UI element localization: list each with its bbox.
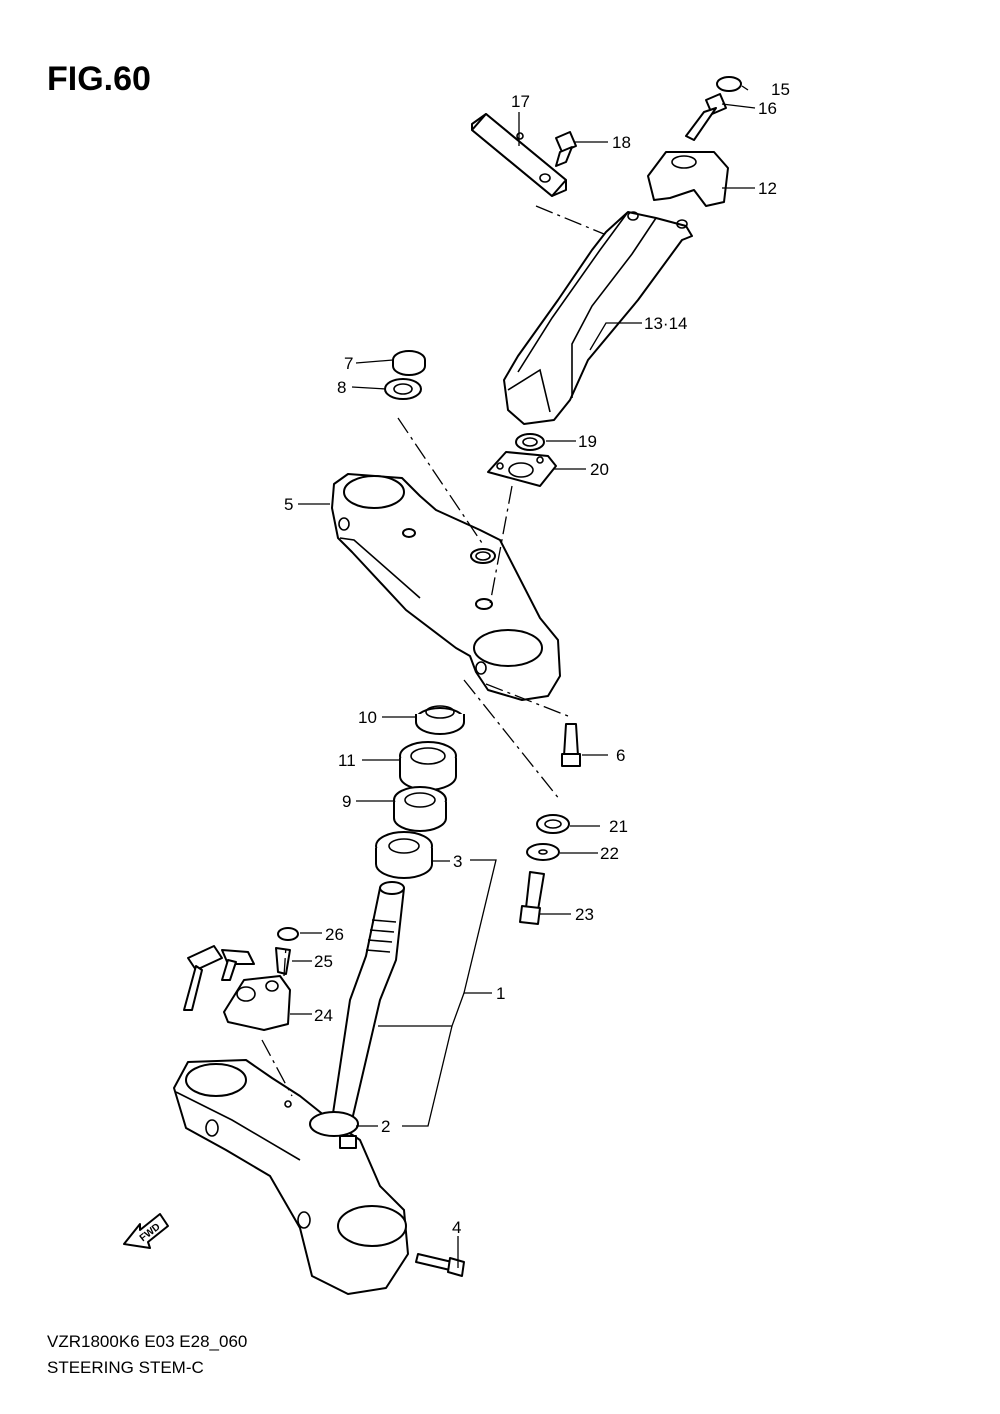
- handlebar-bracket-part: [471, 113, 567, 197]
- pinch-bolt-part: [561, 723, 581, 767]
- holder-bolt-part: [685, 93, 727, 141]
- upper-bearing-part: [393, 786, 447, 832]
- model-code: VZR1800K6 E03 E28_060: [47, 1332, 248, 1351]
- callout-15: 15: [771, 80, 790, 99]
- callout-18: 18: [612, 133, 631, 152]
- callout-8: 8: [337, 378, 346, 397]
- callout-12: 12: [758, 179, 777, 198]
- section-name: STEERING STEM-C: [47, 1358, 204, 1377]
- callout-1: 1: [496, 984, 505, 1003]
- steering-stem-part: [331, 881, 405, 1121]
- callout-leader-lines: [290, 85, 756, 1268]
- callout-23: 23: [575, 905, 594, 924]
- lower-bearing-part: [375, 831, 433, 879]
- assembly-guide-lines: [261, 205, 605, 1097]
- seal-ring-part: [399, 741, 457, 791]
- washer-19-part: [515, 433, 545, 451]
- stem-washer-part: [384, 378, 422, 400]
- callout-11: 11: [338, 751, 356, 770]
- callout-17: 17: [511, 92, 530, 111]
- ignition-cap-part: [277, 927, 299, 941]
- ignition-switch-part: [223, 975, 291, 1031]
- cap-part: [716, 76, 742, 92]
- callout-5: 5: [284, 495, 293, 514]
- callout-16: 16: [758, 99, 777, 118]
- callout-9: 9: [342, 792, 351, 811]
- handlebar-part: [503, 211, 693, 425]
- steering-nut-part: [415, 705, 465, 735]
- stem-cap-part: [392, 350, 426, 376]
- handlebar-holder-part: [647, 151, 729, 207]
- bracket-bolt-part: [555, 131, 577, 167]
- callout-7: 7: [344, 354, 353, 373]
- washer-22-part: [526, 843, 560, 861]
- ignition-key-part: [183, 945, 255, 1011]
- figure-title: FIG.60: [47, 60, 151, 98]
- callout-2: 2: [381, 1117, 390, 1136]
- callout-26: 26: [325, 925, 344, 944]
- callout-13-14: 13·14: [644, 314, 687, 333]
- callout-22: 22: [600, 844, 619, 863]
- callout-6: 6: [616, 746, 625, 765]
- callout-3: 3: [453, 852, 462, 871]
- lower-bracket-part: [173, 1059, 409, 1295]
- callout-21: 21: [609, 817, 628, 836]
- callout-25: 25: [314, 952, 333, 971]
- upper-bracket-part: [331, 473, 561, 701]
- forward-direction-arrow: FWD: [123, 1213, 169, 1249]
- bolt-23-part: [519, 871, 545, 925]
- callout-24: 24: [314, 1006, 333, 1025]
- plate-20-part: [487, 451, 557, 487]
- callout-10: 10: [358, 708, 377, 727]
- callout-4: 4: [452, 1218, 461, 1237]
- callout-20: 20: [590, 460, 609, 479]
- callout-labels: 1 2 3 4 5 6 7 8 9 10 11 12 13·14 15 16 1…: [284, 80, 790, 1237]
- callout-19: 19: [578, 432, 597, 451]
- washer-21-part: [536, 814, 570, 834]
- ignition-screw-part: [275, 947, 291, 975]
- lower-pinch-bolt-part: [415, 1253, 465, 1277]
